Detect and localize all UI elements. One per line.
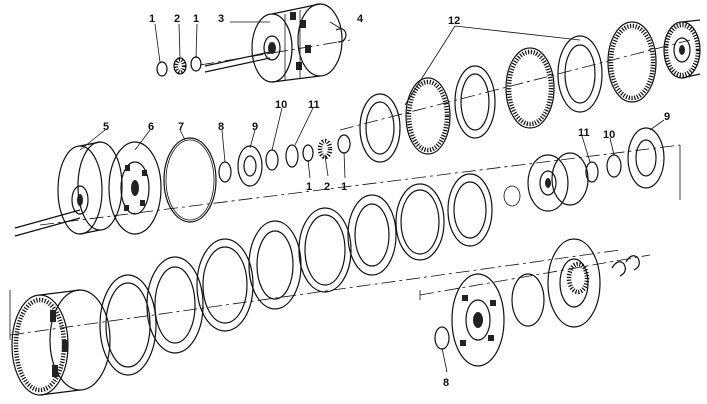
leader-lines (79, 21, 665, 373)
callout-1-middle-left: 1 (306, 181, 312, 193)
callout-10-middle: 10 (275, 99, 287, 111)
callout-2-middle: 2 (324, 181, 330, 193)
callout-1-top-left: 1 (149, 13, 155, 25)
callout-11-middle: 11 (308, 99, 320, 111)
callout-5: 5 (103, 121, 109, 133)
callout-11-right: 11 (578, 127, 590, 139)
pump-assembly (434, 238, 640, 367)
callout-12: 12 (448, 15, 460, 27)
clutch-hub (503, 152, 589, 212)
callout-6: 6 (148, 121, 154, 133)
callout-8-middle: 8 (218, 121, 224, 133)
middle-small-rings (218, 134, 351, 187)
top-small-rings (156, 28, 347, 77)
callout-1-top-right: 1 (193, 13, 199, 25)
callout-1-middle-right: 1 (341, 181, 347, 193)
callout-2-top: 2 (174, 13, 180, 25)
top-drum-assembly-3 (204, 3, 343, 83)
callout-9-middle: 9 (252, 121, 258, 133)
callout-labels: 1 2 1 3 4 12 5 6 7 8 9 10 11 1 2 1 11 10… (103, 13, 670, 389)
input-shaft-drum-5 (14, 141, 123, 237)
callout-3: 3 (218, 13, 224, 25)
callout-7: 7 (178, 121, 184, 133)
upper-clutch-pack-12 (359, 19, 701, 163)
callout-10-right: 10 (603, 129, 615, 141)
seal-ring-7 (163, 137, 217, 223)
callout-4: 4 (357, 13, 364, 25)
callout-8-bottom: 8 (443, 377, 449, 389)
callout-9-right: 9 (664, 111, 670, 123)
piston-6 (108, 141, 162, 235)
outer-drum (11, 289, 111, 396)
lower-clutch-pack (99, 173, 493, 376)
right-small-rings (585, 127, 665, 189)
